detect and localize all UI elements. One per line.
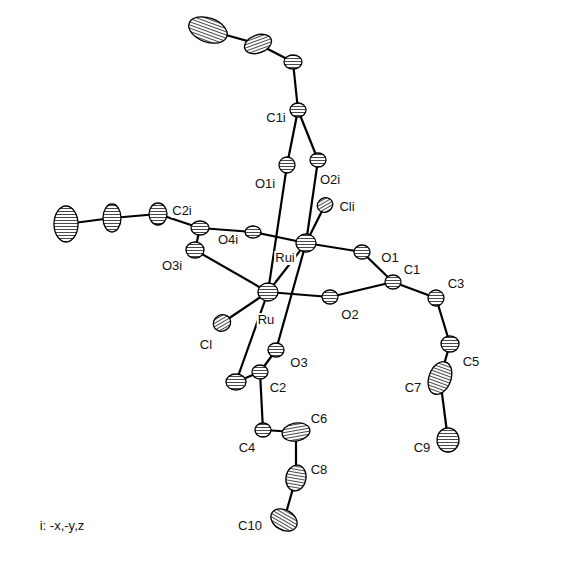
- atom-label: C8: [310, 463, 329, 477]
- atom-label: C7: [404, 381, 423, 395]
- atom-label: O4i: [217, 233, 239, 247]
- atom-label: O3i: [161, 259, 183, 273]
- atom-ellipsoid: [385, 275, 401, 289]
- atoms: [54, 12, 459, 536]
- atom-ellipsoid: [103, 204, 121, 232]
- atom-label: Ru: [257, 313, 276, 327]
- atom-label: C10: [237, 519, 263, 533]
- atom-ellipsoid: [290, 103, 306, 117]
- atom-label: Cli: [338, 200, 355, 214]
- bond: [260, 372, 263, 430]
- atom-ellipsoid: [245, 226, 261, 238]
- atom-label: Cl: [199, 338, 213, 352]
- atom-label: Rui: [274, 251, 296, 265]
- atom-label: C2: [269, 381, 288, 395]
- atom-label: C2i: [171, 204, 193, 218]
- atom-ellipsoid: [267, 504, 301, 535]
- bond: [298, 110, 318, 160]
- atom-label: C3: [447, 277, 466, 291]
- atom-ellipsoid: [186, 242, 204, 258]
- atom-label: C1: [403, 263, 422, 277]
- atom-ellipsoid: [210, 312, 234, 335]
- atom-label: C6: [310, 412, 329, 426]
- bond: [195, 250, 268, 292]
- bond: [330, 282, 393, 297]
- atom-ellipsoid: [185, 12, 231, 48]
- atom-ellipsoid: [54, 206, 78, 242]
- atom-ellipsoid: [315, 195, 336, 215]
- atom-label: O1i: [254, 177, 276, 191]
- atom-ellipsoid: [252, 365, 268, 379]
- atom-ellipsoid: [191, 221, 209, 235]
- atom-label: O3: [289, 356, 308, 370]
- atom-ellipsoid: [255, 423, 271, 437]
- atom-ellipsoid: [284, 55, 302, 69]
- atom-label: O2i: [319, 173, 341, 187]
- atom-label: C9: [413, 441, 432, 455]
- atom-ellipsoid: [424, 358, 456, 397]
- atom-ellipsoid: [242, 31, 274, 57]
- atom-ellipsoid: [281, 421, 312, 444]
- atom-label: C4: [238, 441, 257, 455]
- symmetry-note: i: -x,-y,z: [39, 519, 86, 533]
- atom-ellipsoid: [284, 463, 308, 492]
- atom-label: C5: [462, 355, 481, 369]
- atom-ellipsoid: [268, 343, 284, 357]
- atom-ellipsoid: [322, 290, 338, 304]
- atom-label: C1i: [265, 111, 287, 125]
- atom-ellipsoid: [441, 336, 459, 352]
- bond: [236, 292, 268, 382]
- atom-label: O2: [340, 308, 359, 322]
- atom-ellipsoid: [149, 203, 167, 225]
- bonds: [66, 30, 450, 520]
- atom-ellipsoid: [428, 290, 444, 306]
- atom-ellipsoid: [437, 428, 459, 452]
- atom-ellipsoid: [310, 153, 326, 167]
- atom-ellipsoid: [279, 157, 295, 173]
- atom-ellipsoid: [226, 374, 246, 390]
- atom-label: O1: [380, 251, 399, 265]
- atom-ellipsoid: [354, 245, 370, 259]
- bond: [306, 160, 318, 243]
- atom-ellipsoid: [296, 234, 316, 252]
- atom-ellipsoid: [258, 283, 278, 301]
